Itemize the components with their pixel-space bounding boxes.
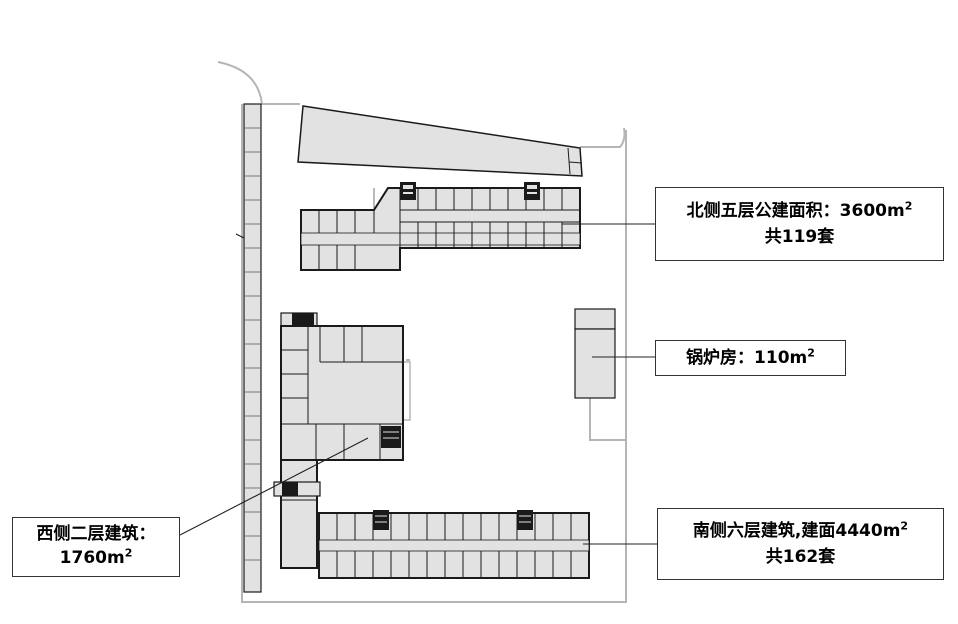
south-label-line2: 共162套 bbox=[765, 547, 836, 567]
north-building bbox=[300, 182, 581, 271]
west-parking-strip bbox=[235, 103, 262, 593]
north-label-line1: 北侧五层公建面积：3600m2 bbox=[686, 199, 913, 221]
west-label-line1: 西侧二层建筑： bbox=[36, 524, 156, 545]
south-building bbox=[318, 510, 590, 579]
boiler-label-line1: 锅炉房：110m2 bbox=[686, 346, 815, 368]
west-label-line2: 1760m2 bbox=[59, 546, 133, 568]
leader-lines bbox=[179, 223, 657, 545]
south-building-label: 南侧六层建筑,建面4440m2 共162套 bbox=[657, 508, 944, 580]
boiler-room-label: 锅炉房：110m2 bbox=[655, 340, 846, 376]
leader-west bbox=[179, 437, 369, 536]
west-building bbox=[273, 312, 404, 569]
north-annex bbox=[297, 105, 583, 177]
site-boundary bbox=[217, 61, 627, 603]
west-building-label: 西侧二层建筑： 1760m2 bbox=[12, 517, 180, 577]
north-label-line2: 共119套 bbox=[764, 227, 835, 247]
north-building-label: 北侧五层公建面积：3600m2 共119套 bbox=[655, 187, 944, 261]
boiler-room bbox=[574, 308, 616, 399]
south-label-line1: 南侧六层建筑,建面4440m2 bbox=[692, 519, 909, 541]
